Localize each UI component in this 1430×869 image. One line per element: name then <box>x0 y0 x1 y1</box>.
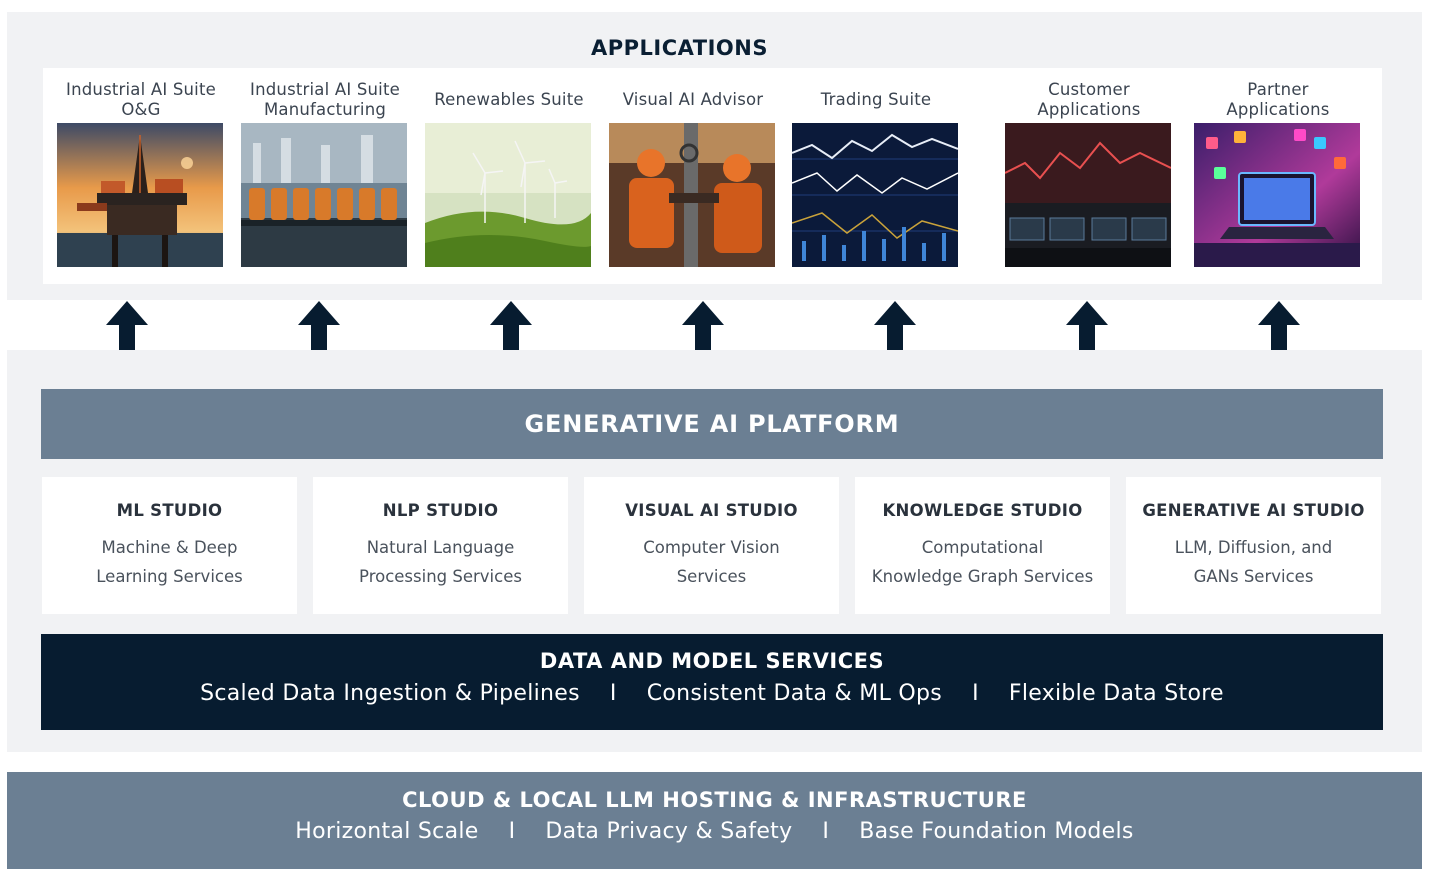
service-item: Scaled Data Ingestion & Pipelines <box>200 681 580 706</box>
app-partner-applications: Partner Applications <box>1194 68 1362 284</box>
wind-turbines-image <box>425 123 591 267</box>
arrow-up-icon <box>874 301 916 361</box>
manufacturing-bottles-image <box>241 123 407 267</box>
app-label: Industrial AI Suite Manufacturing <box>250 80 400 119</box>
arrow-up-icon <box>1066 301 1108 361</box>
studio-ml: ML STUDIO Machine & Deep Learning Servic… <box>42 477 297 614</box>
studio-knowledge: KNOWLEDGE STUDIO Computational Knowledge… <box>855 477 1110 614</box>
services-items: Scaled Data Ingestion & Pipelines I Consis… <box>41 681 1383 706</box>
app-label: Industrial AI Suite O&G <box>66 80 216 119</box>
app-label: Trading Suite <box>820 90 932 109</box>
arrow-up-icon <box>490 301 532 361</box>
studio-nlp: NLP STUDIO Natural Language Processing S… <box>313 477 568 614</box>
studio-description: LLM, Diffusion, and GANs Services <box>1174 538 1333 586</box>
applications-title: APPLICATIONS <box>591 36 768 60</box>
studio-title: NLP STUDIO <box>382 501 499 520</box>
separator: I <box>609 681 617 706</box>
app-label: Customer Applications <box>1037 80 1141 119</box>
studio-description: Natural Language Processing Services <box>359 538 522 586</box>
infrastructure-title: CLOUD & LOCAL LLM HOSTING & INFRASTRUCTU… <box>402 788 1027 812</box>
service-item: Flexible Data Store <box>1008 681 1224 706</box>
infra-item: Horizontal Scale <box>295 819 479 844</box>
data-model-services: DATA AND MODEL SERVICES Scaled Data Inge… <box>41 634 1383 730</box>
studio-description: Computational Knowledge Graph Services <box>871 538 1094 586</box>
app-label: Renewables Suite <box>434 90 584 109</box>
infra-item: Base Foundation Models <box>859 819 1134 844</box>
app-renewables: Renewables Suite <box>425 68 593 284</box>
trading-floor-screens-image <box>1005 123 1171 267</box>
services-title: DATA AND MODEL SERVICES <box>539 649 885 673</box>
app-visual-ai-advisor: Visual AI Advisor <box>609 68 777 284</box>
arrow-up-icon <box>298 301 340 361</box>
app-label: Visual AI Advisor <box>622 90 764 109</box>
app-customer-applications: Customer Applications <box>1005 68 1173 284</box>
studio-title: KNOWLEDGE STUDIO <box>882 501 1083 520</box>
studio-description: Computer Vision Services <box>643 538 780 586</box>
app-label: Partner Applications <box>1226 80 1330 119</box>
arrow-up-icon <box>1258 301 1300 361</box>
field-workers-image <box>609 123 775 267</box>
separator: I <box>972 681 979 706</box>
infrastructure-items: Horizontal Scale I Data Privacy & Safety I B… <box>7 819 1422 844</box>
platform-title: GENERATIVE AI PLATFORM <box>41 389 1383 459</box>
service-item: Consistent Data & ML Ops <box>646 681 943 706</box>
studio-title: ML STUDIO <box>116 501 223 520</box>
studio-title: GENERATIVE AI STUDIO <box>1142 501 1365 520</box>
app-industrial-og: Industrial AI Suite O&G <box>57 68 225 284</box>
app-industrial-manufacturing: Industrial AI Suite Manufacturing <box>241 68 409 284</box>
studio-visual-ai: VISUAL AI STUDIO Computer Vision Service… <box>584 477 839 614</box>
studio-title: VISUAL AI STUDIO <box>625 501 798 520</box>
applications-card: Industrial AI Suite O&G <box>43 68 1382 284</box>
laptop-app-icons-image <box>1194 123 1360 267</box>
app-trading-suite: Trading Suite <box>792 68 960 284</box>
arrow-up-icon <box>106 301 148 361</box>
separator: I <box>508 819 516 844</box>
infrastructure-band: CLOUD & LOCAL LLM HOSTING & INFRASTRUCTU… <box>7 772 1422 869</box>
offshore-oil-rig-image <box>57 123 223 267</box>
trading-charts-image <box>792 123 958 267</box>
studio-description: Machine & Deep Learning Services <box>96 538 243 586</box>
separator: I <box>822 819 830 844</box>
arrow-up-icon <box>682 301 724 361</box>
studio-generative-ai: GENERATIVE AI STUDIO LLM, Diffusion, and… <box>1126 477 1381 614</box>
infra-item: Data Privacy & Safety <box>545 819 793 844</box>
